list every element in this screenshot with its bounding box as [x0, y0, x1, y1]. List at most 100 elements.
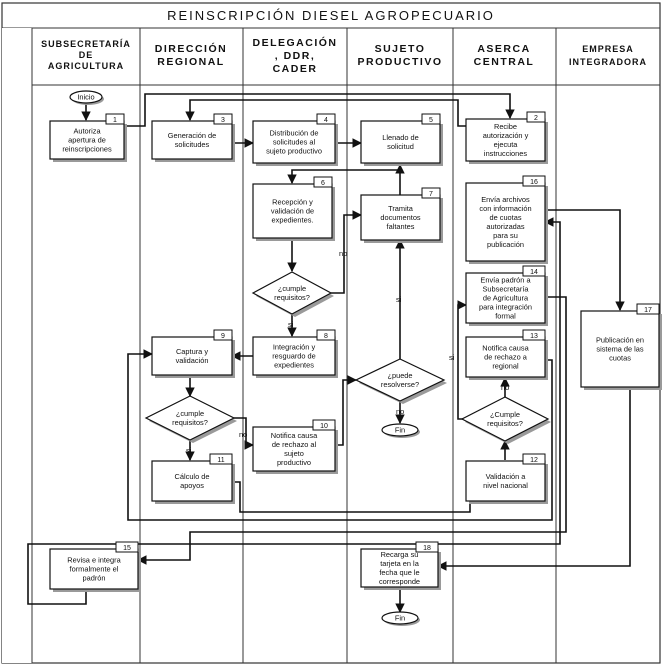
step-text-line: Envía archivos [481, 195, 530, 204]
step-text-line: Notifica causa [271, 431, 318, 440]
arrow-decision-no-to-10 [234, 417, 254, 450]
lane-header-empresa: EMPRESA INTEGRADORA [569, 44, 646, 67]
lane-header-aserca: ASERCA CENTRAL [474, 43, 533, 68]
step-box [465, 336, 546, 378]
step-number-tab [526, 111, 546, 123]
step-number: 13 [530, 333, 538, 340]
step-text-line: Publicación en [596, 336, 644, 345]
step-text-line: ¿puede [387, 371, 412, 380]
terminal-label: Inicio [77, 93, 94, 102]
step-text-line: sistema de las [596, 345, 644, 354]
step-number-tab [213, 329, 233, 341]
lane-header-delegacion: DELEGACIÓN , DDR, CADER [252, 36, 336, 75]
step-number-tab [316, 329, 336, 341]
arrow-10-to-decision-suj [335, 375, 357, 446]
terminal-oval [381, 423, 419, 437]
step-text-line: ¿cumple [278, 284, 306, 293]
terminal-inicio: Inicio [69, 90, 104, 105]
step-number-tab [522, 453, 546, 465]
step-number: 6 [321, 180, 325, 187]
step-text-line: autorizadas [486, 222, 525, 231]
terminal-fin2: Fin [381, 611, 420, 626]
step-text-line: corresponde [379, 577, 420, 586]
step-number: 3 [221, 117, 225, 124]
step-box [49, 120, 125, 160]
step-number: 4 [324, 117, 328, 124]
step-text-line: requisitos? [172, 418, 208, 427]
terminal-oval [381, 611, 419, 625]
label-si: si [186, 446, 192, 455]
arrow-1-to-2 [124, 93, 515, 127]
decision-diamond [354, 358, 446, 402]
step-text-line: solicitudes al [273, 138, 316, 147]
step-box [252, 336, 336, 376]
step-text-line: de rechazo a [484, 353, 528, 362]
arrow-2-to-3 [185, 99, 470, 127]
branch-labels: no si no si si no si no [186, 249, 509, 455]
step-text-line: padrón [82, 574, 105, 583]
step-text-line: productivo [277, 458, 311, 467]
step-number: 5 [429, 117, 433, 124]
step-text-line: con información [479, 204, 531, 213]
step-text-line: requisitos? [274, 293, 310, 302]
step-box [151, 120, 233, 160]
label-no: no [501, 383, 509, 392]
arrow-17-to-18 [437, 386, 631, 571]
lane-header-line: AGRICULTURA [48, 61, 124, 71]
step-text-line: sujeto [284, 449, 304, 458]
step-text-line: validación de [271, 207, 314, 216]
step-box [252, 183, 333, 239]
diagram-title: REINSCRIPCIÓN DIESEL AGROPECUARIO [167, 8, 495, 23]
step-box [465, 118, 546, 162]
step-text-line: instrucciones [484, 149, 527, 158]
step-number-tab [313, 176, 333, 188]
step-text-line: Cálculo de [175, 472, 210, 481]
step-text-line: Subsecretaría [482, 285, 529, 294]
label-no: no [396, 407, 404, 416]
label-no: no [239, 430, 247, 439]
step-number-tab [522, 175, 546, 187]
decision-diamond [460, 396, 550, 442]
decision-diamond [251, 271, 333, 315]
step-text-line: Recarga su [381, 550, 419, 559]
step-box [465, 182, 546, 262]
step-text-line: regional [492, 362, 519, 371]
step-number-tab [105, 113, 125, 125]
step-number: 11 [217, 457, 224, 464]
lane-header-line: ASERCA [477, 43, 530, 55]
lane-header-line: DIRECCIÓN [155, 42, 227, 55]
lane-header-subsecretaria: SUBSECRETARÍA DE AGRICULTURA [41, 39, 130, 71]
lane-header-direccion: DIRECCIÓN REGIONAL [155, 42, 227, 68]
step-text-line: solicitud [387, 142, 414, 151]
step-box [360, 548, 439, 588]
step-box [49, 548, 139, 590]
arrow-14-to-15 [137, 296, 567, 565]
step-text-line: ¿Cumple [490, 410, 520, 419]
step-text-line: validación [176, 356, 209, 365]
arrow-decision-no-to-7 [331, 210, 362, 294]
step-text-line: Envía padrón a [480, 276, 531, 285]
lane-header-line: PRODUCTIVO [357, 56, 442, 68]
step-text-line: Revisa e integra [67, 556, 121, 565]
step-text-line: resolverse? [381, 380, 419, 389]
terminal-label: Fin [395, 614, 405, 623]
step-number-tab [636, 303, 660, 315]
step-text-line: tarjeta en la [380, 559, 420, 568]
step-box [465, 272, 546, 324]
step-number: 8 [324, 333, 328, 340]
step-number-tab [115, 541, 139, 553]
step-text-line: documentos [380, 213, 421, 222]
